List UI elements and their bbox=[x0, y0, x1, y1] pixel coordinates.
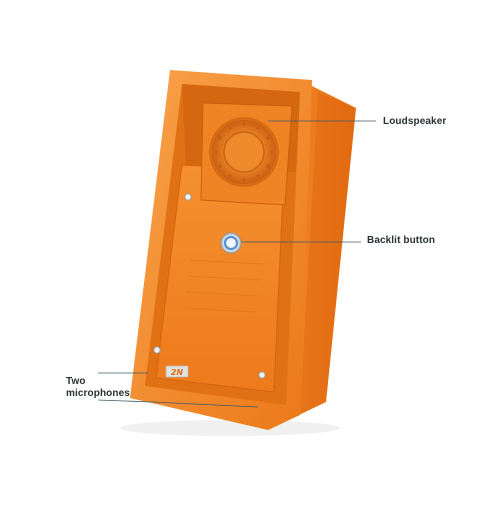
backlit-button-icon bbox=[220, 232, 242, 254]
callout-backlit-button: Backlit button bbox=[367, 235, 436, 246]
housing-side-shade bbox=[300, 92, 356, 414]
callout-line-microphones-2 bbox=[97, 399, 259, 408]
screw-bottom-right-icon bbox=[258, 371, 266, 379]
callout-lines bbox=[97, 120, 376, 408]
screw-top-left-icon bbox=[184, 193, 192, 201]
loudspeaker-icon bbox=[209, 117, 279, 187]
callout-loudspeaker: Loudspeaker bbox=[383, 116, 447, 127]
callout-microphones-line2: microphones bbox=[66, 388, 130, 399]
screw-bottom-left-icon bbox=[153, 346, 161, 354]
callout-microphones-line1: Two bbox=[66, 376, 86, 387]
callout-microphones: Two microphones bbox=[66, 376, 146, 400]
logo-plate bbox=[165, 365, 189, 378]
label-area bbox=[183, 259, 263, 313]
device-shadow bbox=[120, 420, 340, 436]
logo-text: 2N bbox=[171, 368, 184, 377]
